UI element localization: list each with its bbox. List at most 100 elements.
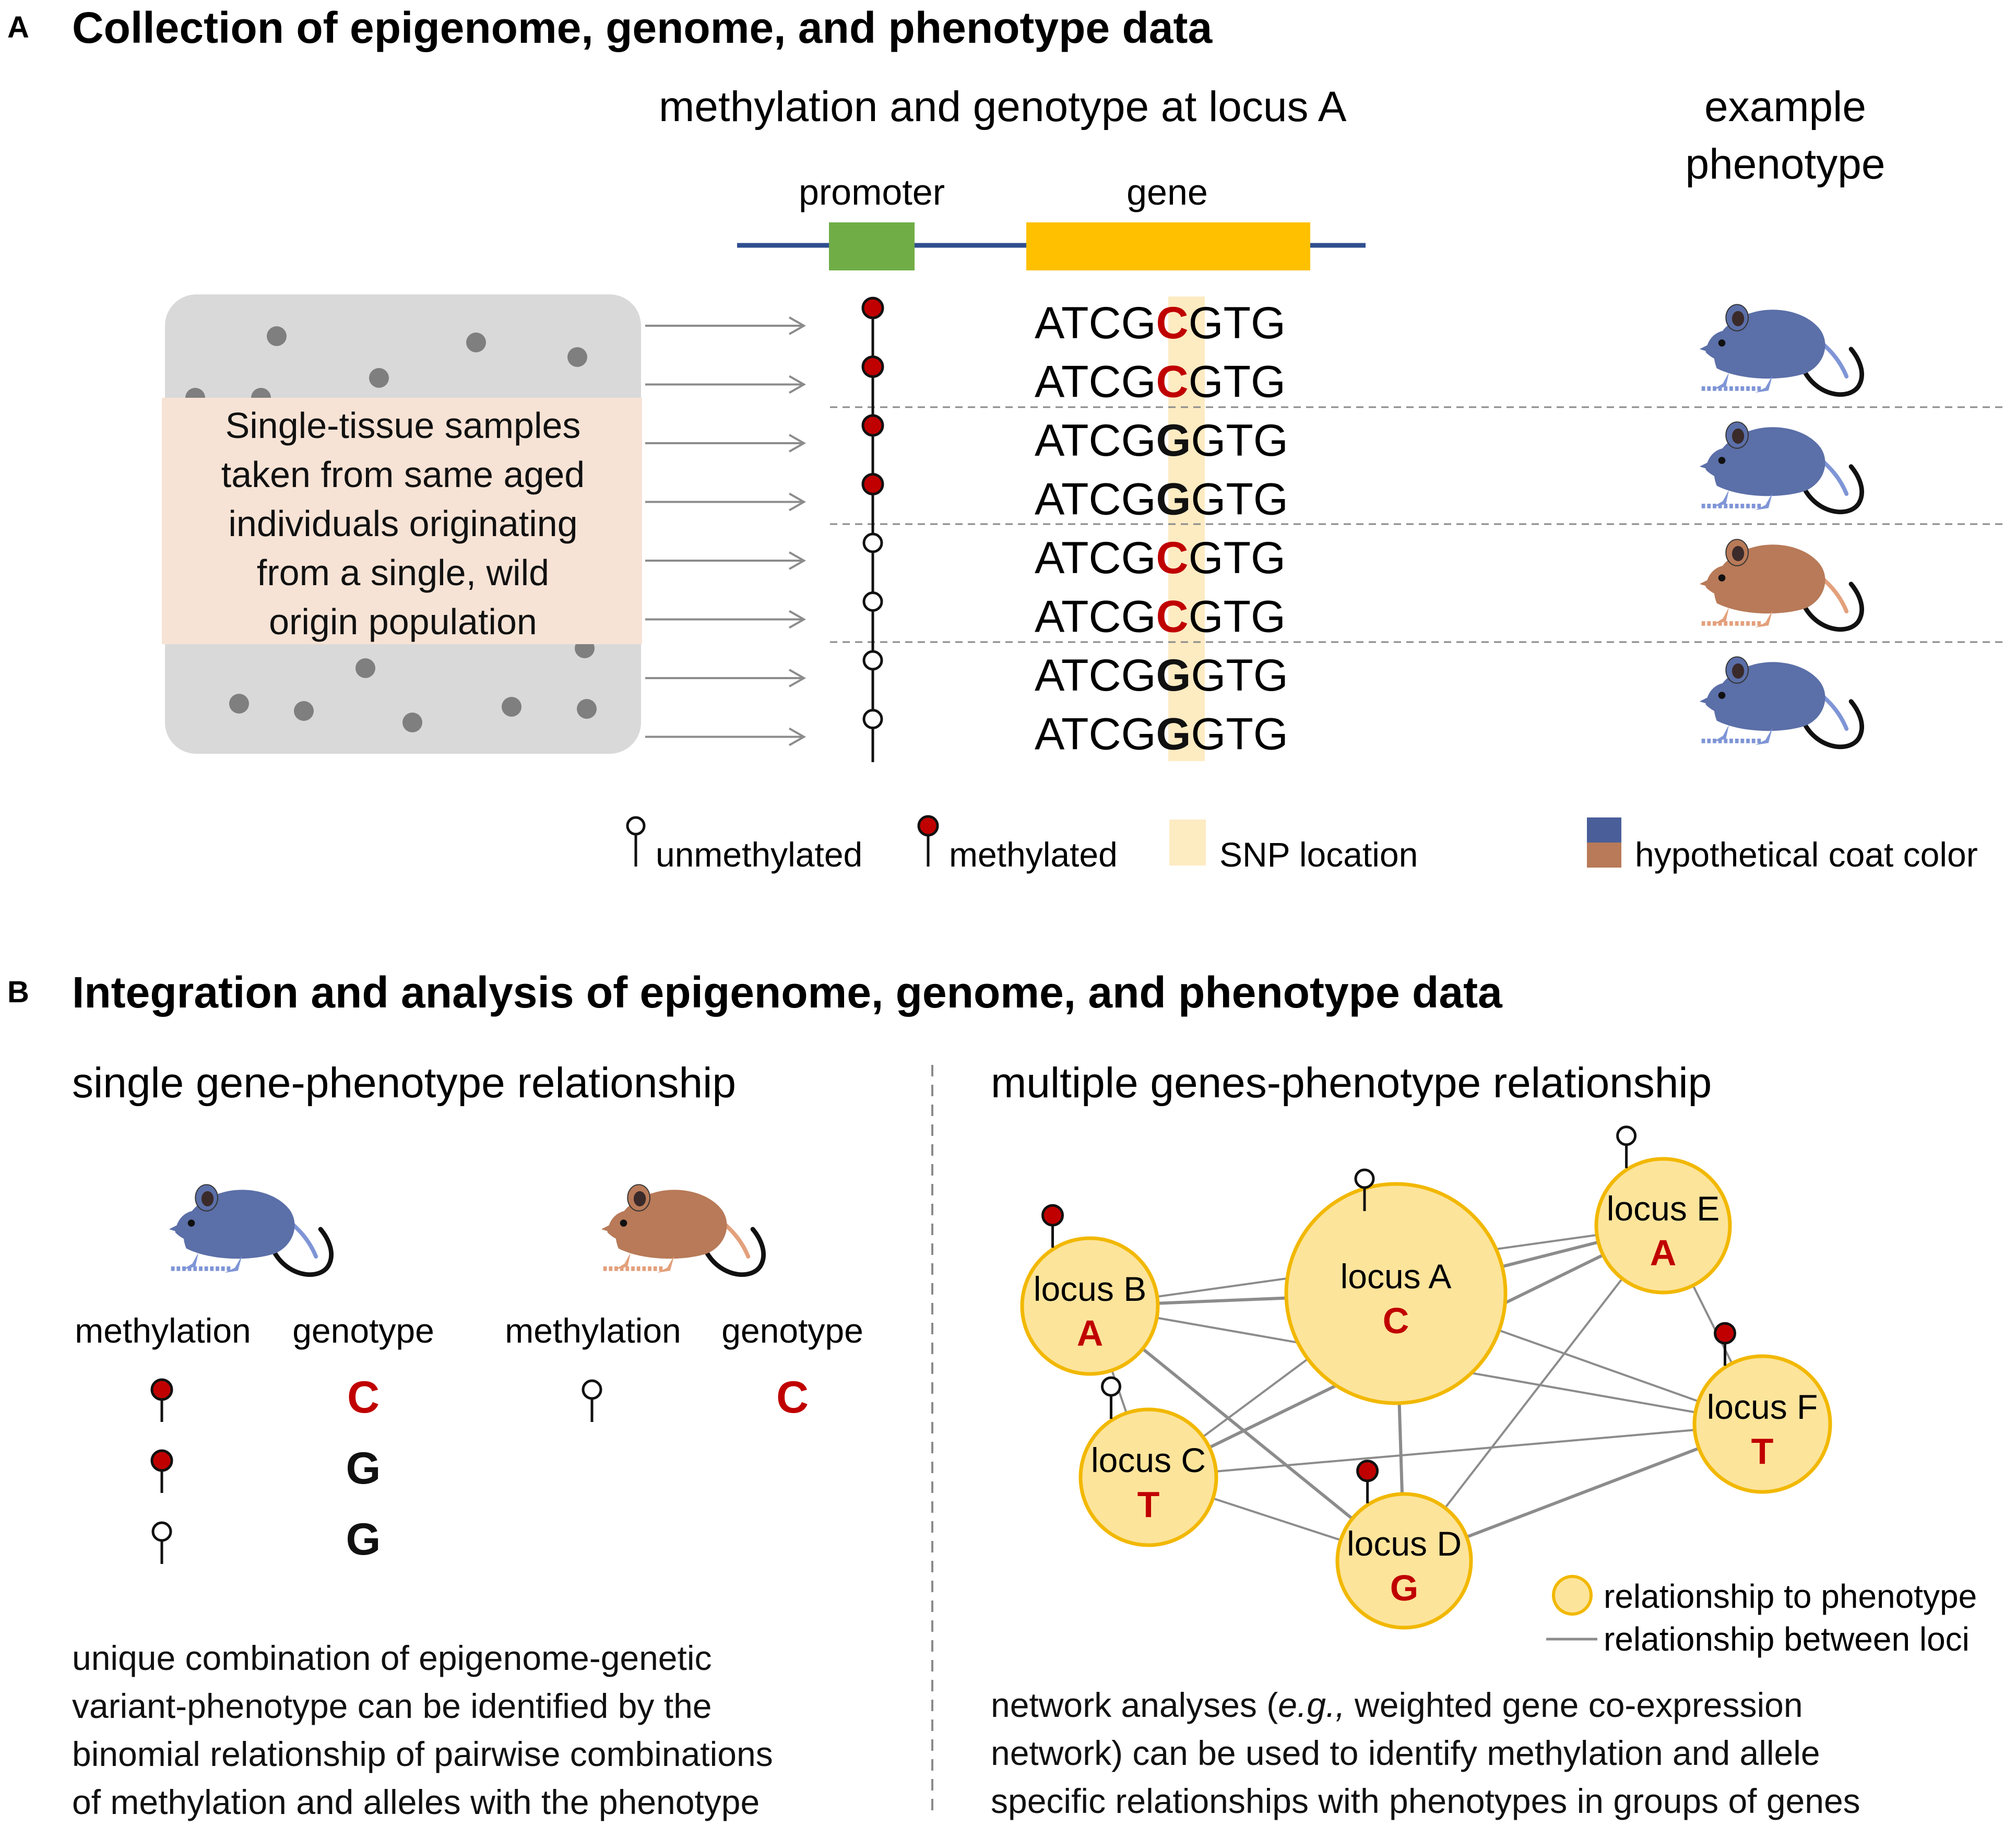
sequence-row: ATCGCGTG [862, 532, 1286, 583]
phenotype-heading-line1: example [1704, 83, 1866, 131]
sample-description-band [162, 398, 642, 644]
locus-label: locus D [1347, 1524, 1462, 1563]
sequence-text: ATCGCGTG [1035, 592, 1286, 642]
sequence-text: ATCGGGTG [1035, 475, 1288, 525]
panel-b-letter: B [7, 975, 29, 1009]
locus-label: locus E [1607, 1189, 1719, 1228]
unmethylated-icon [582, 1379, 602, 1422]
arrowhead-icon [789, 727, 807, 746]
sequence-prefix: ATCG [1035, 592, 1156, 642]
sequence-suffix: GTG [1191, 709, 1288, 760]
locus-node-c: locus CT [1078, 1376, 1218, 1547]
arrowhead-icon [789, 551, 807, 570]
sequence-text: ATCGCGTG [1035, 298, 1286, 348]
unmethylated-icon [862, 650, 883, 692]
sequence-suffix: GTG [1191, 650, 1288, 701]
snp-base: C [1156, 298, 1189, 348]
snp-base: G [1156, 709, 1191, 760]
unmethylated-icon [1354, 1168, 1375, 1211]
unmethylated-icon [862, 591, 883, 633]
legend-coat-brown-swatch [1587, 843, 1621, 868]
sequence-row: ATCGCGTG [861, 297, 1286, 348]
sample-text-line: Single-tissue samples [225, 405, 581, 446]
legend-node-label: relationship to phenotype [1604, 1578, 1977, 1615]
blue-genotype-label: genotype [292, 1311, 434, 1350]
gene-box [1026, 222, 1310, 270]
gene-label: gene [1126, 172, 1208, 212]
allele-label: G [346, 1514, 381, 1564]
brown-genotype-label: genotype [721, 1311, 863, 1350]
mouse-icon [601, 1184, 766, 1277]
methylated-icon [917, 815, 939, 837]
sample-dot [294, 701, 314, 721]
methylated-icon [861, 473, 884, 516]
legend-snp-swatch [1169, 820, 1206, 865]
sample-dot [229, 694, 249, 714]
sequence-text: ATCGGGTG [1035, 416, 1288, 466]
sample-dot [567, 347, 587, 367]
sequence-row: ATCGGGTG [861, 473, 1288, 525]
legend-coat-blue-swatch [1587, 817, 1621, 843]
arrowhead-icon [789, 375, 807, 394]
legend-methylated-label: methylated [949, 835, 1118, 874]
locus-heading: methylation and genotype at locus A [659, 83, 1347, 131]
caption-text: weighted gene co-expression [1345, 1686, 1803, 1724]
sample-dot [402, 713, 422, 732]
unmethylated-icon [626, 816, 646, 836]
mouse-icon [1699, 304, 1864, 397]
arrowhead-icon [789, 492, 807, 512]
single-relationship-caption: unique combination of epigenome-genetic … [72, 1634, 773, 1826]
sample-text-line: taken from same aged [221, 454, 585, 495]
sample-description: Single-tissue samples taken from same ag… [165, 401, 641, 646]
sequence-prefix: ATCG [1035, 709, 1156, 760]
snp-base: C [1156, 357, 1189, 407]
allele-label: G [346, 1443, 381, 1493]
legend-edge-label: relationship between loci [1604, 1620, 1970, 1658]
phenotype-heading-line2: phenotype [1685, 140, 1885, 188]
locus-allele: T [1751, 1431, 1774, 1472]
locus-allele: T [1137, 1484, 1160, 1525]
panel-a-title: Collection of epigenome, genome, and phe… [72, 3, 1213, 52]
panel-a-letter: A [7, 10, 29, 44]
network-edge [1148, 1423, 1763, 1478]
methylated-icon [150, 1378, 173, 1422]
caption-line: binomial relationship of pairwise combin… [72, 1735, 773, 1773]
sequence-prefix: ATCG [1035, 650, 1156, 701]
sequence-row: ATCGGGTG [862, 650, 1288, 701]
panel-a-rows: ATCGCGTGATCGCGTGATCGGGTGATCGGGTGATCGCGTG… [861, 297, 1864, 760]
promoter-label: promoter [799, 172, 945, 212]
sequence-suffix: GTG [1189, 298, 1286, 348]
sequence-text: ATCGGGTG [1035, 709, 1288, 760]
sample-dot [577, 699, 597, 719]
locus-allele: A [1650, 1232, 1677, 1273]
methylated-icon [861, 355, 884, 398]
single-relationship-heading: single gene-phenotype relationship [72, 1059, 736, 1107]
multiple-relationship-caption: network analyses (e.g., weighted gene co… [991, 1681, 1860, 1825]
unmethylated-icon [862, 532, 883, 574]
snp-base: G [1156, 475, 1191, 525]
caption-line: specific relationships with phenotypes i… [991, 1782, 1860, 1820]
arrowhead-icon [789, 669, 807, 687]
locus-node-b: locus BA [1020, 1204, 1160, 1376]
sequence-row: ATCGGGTG [861, 414, 1288, 466]
methylated-icon [1356, 1460, 1379, 1503]
sequence-suffix: GTG [1189, 592, 1286, 642]
sequence-row: ATCGCGTG [861, 355, 1286, 407]
locus-label: locus B [1034, 1270, 1146, 1308]
caption-line: unique combination of epigenome-genetic [72, 1639, 712, 1677]
sequence-text: ATCGCGTG [1035, 357, 1286, 407]
locus-node-a: locus AC [1284, 1168, 1508, 1405]
sample-text-line: origin population [269, 601, 537, 642]
arrowhead-icon [789, 316, 807, 335]
snp-base: G [1156, 650, 1191, 701]
methylated-icon [1041, 1204, 1064, 1248]
legend-unmethylated-label: unmethylated [656, 835, 862, 874]
sample-dot [355, 658, 375, 678]
legend-snp-label: SNP location [1219, 835, 1418, 874]
sequence-suffix: GTG [1191, 475, 1288, 525]
sequence-prefix: ATCG [1035, 533, 1156, 583]
sequence-text: ATCGGGTG [1035, 650, 1288, 701]
